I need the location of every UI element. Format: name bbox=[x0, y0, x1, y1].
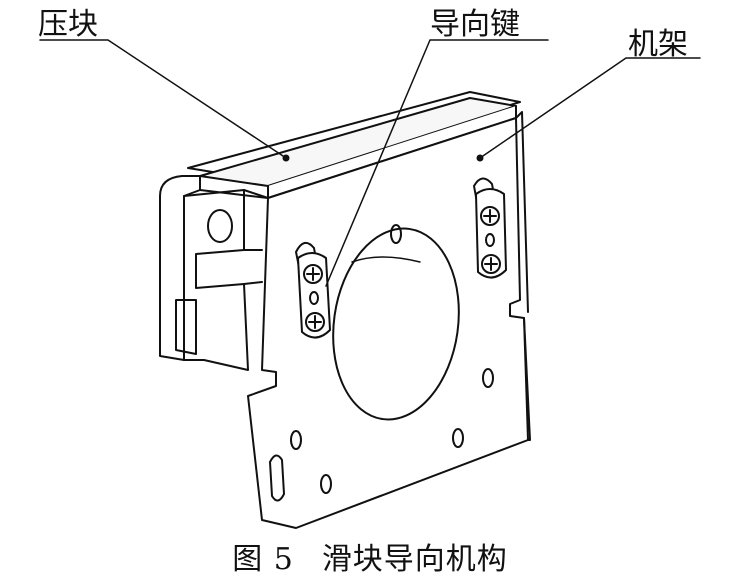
center-opening bbox=[332, 227, 460, 421]
label-press-block: 压块 bbox=[38, 7, 98, 42]
figure-number: 图 5 bbox=[232, 542, 294, 577]
leader-lines bbox=[39, 39, 701, 287]
label-frame: 机架 bbox=[628, 27, 688, 62]
figure-title: 滑块导向机构 bbox=[321, 542, 508, 577]
guide-key-left bbox=[295, 241, 331, 339]
figure-caption: 图 5 滑块导向机构 bbox=[0, 542, 740, 578]
label-guide-key: 导向键 bbox=[430, 7, 520, 42]
guide-key-right bbox=[473, 177, 507, 279]
side-block bbox=[159, 175, 201, 361]
